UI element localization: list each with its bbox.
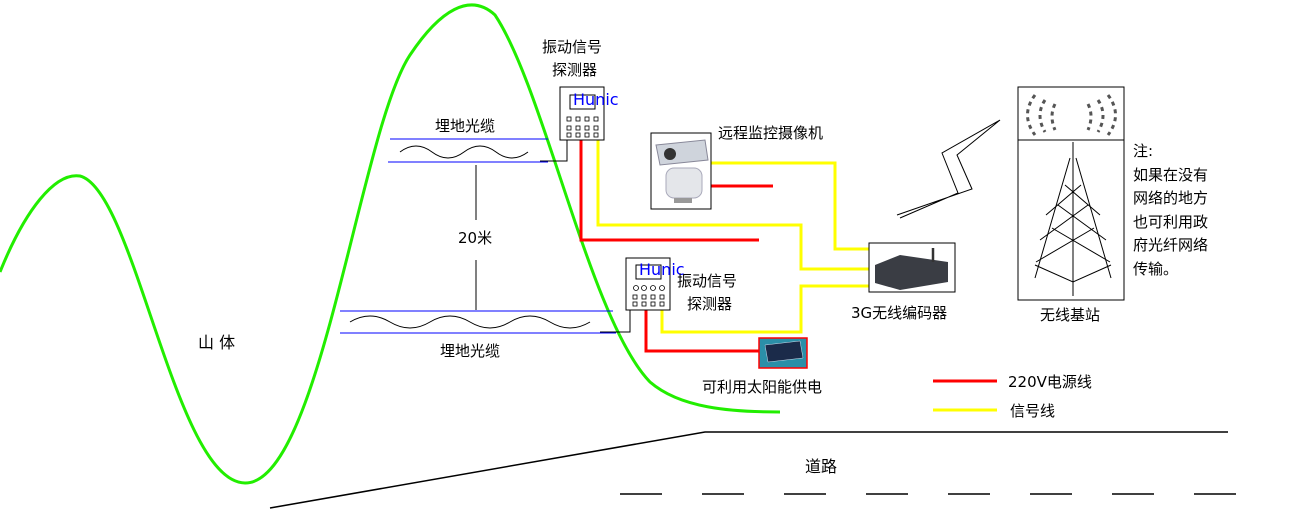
encoder-label: 3G无线编码器 xyxy=(851,304,947,322)
svg-text:网络的地方: 网络的地方 xyxy=(1133,189,1208,207)
detector-bottom-label-1: 振动信号 xyxy=(677,272,737,290)
svg-text:Hunic: Hunic xyxy=(639,260,685,279)
detector-top-link xyxy=(540,140,568,162)
solar-panel-icon xyxy=(758,337,808,369)
solar-label: 可利用太阳能供电 xyxy=(702,378,822,396)
wireless-signal-bolt xyxy=(896,119,1001,219)
legend-signal-label: 信号线 xyxy=(1010,402,1055,420)
road-label: 道路 xyxy=(805,457,837,476)
legend: 220V电源线 信号线 xyxy=(933,373,1092,420)
mountain-outline xyxy=(0,3,781,485)
note-text: 注: 如果在没有 网络的地方 也可利用政 府光纤网络 传输。 xyxy=(1133,142,1208,278)
vibration-detector-bottom: Hunic xyxy=(625,257,685,311)
cable-bottom-label: 埋地光缆 xyxy=(440,342,500,360)
road-edge xyxy=(269,431,1228,509)
mountain-label: 山 体 xyxy=(198,333,235,352)
svg-text:也可利用政: 也可利用政 xyxy=(1133,213,1208,231)
cable-top-label: 埋地光缆 xyxy=(435,117,495,135)
detector-bottom-link xyxy=(600,310,631,333)
svg-text:传输。: 传输。 xyxy=(1133,260,1178,278)
legend-power-label: 220V电源线 xyxy=(1008,373,1092,391)
signal-wire-detector-top xyxy=(596,140,870,271)
3g-encoder-icon xyxy=(868,242,956,293)
distance-label: 20米 xyxy=(458,229,492,247)
base-station-icon xyxy=(1017,86,1125,301)
svg-text:Hunic: Hunic xyxy=(573,90,619,109)
signal-wire-camera xyxy=(711,161,870,251)
camera-label: 远程监控摄像机 xyxy=(718,124,823,142)
buried-cable-bottom xyxy=(340,310,616,334)
base-station-label: 无线基站 xyxy=(1040,306,1100,324)
detector-top-label-1: 振动信号 xyxy=(542,38,602,56)
signal-wire-detector-bottom xyxy=(660,284,870,334)
buried-cable-top xyxy=(388,138,548,163)
vibration-detector-top: Hunic xyxy=(559,86,619,141)
ptz-camera-icon xyxy=(650,132,712,210)
detector-top-label-2: 探测器 xyxy=(552,61,597,79)
detector-bottom-label-2: 探测器 xyxy=(687,295,732,313)
power-wire-detector-top xyxy=(579,140,759,242)
svg-text:府光纤网络: 府光纤网络 xyxy=(1133,236,1208,254)
svg-text:如果在没有: 如果在没有 xyxy=(1133,166,1208,184)
svg-text:注:: 注: xyxy=(1133,142,1153,160)
power-wire-detector-bottom xyxy=(644,310,759,353)
